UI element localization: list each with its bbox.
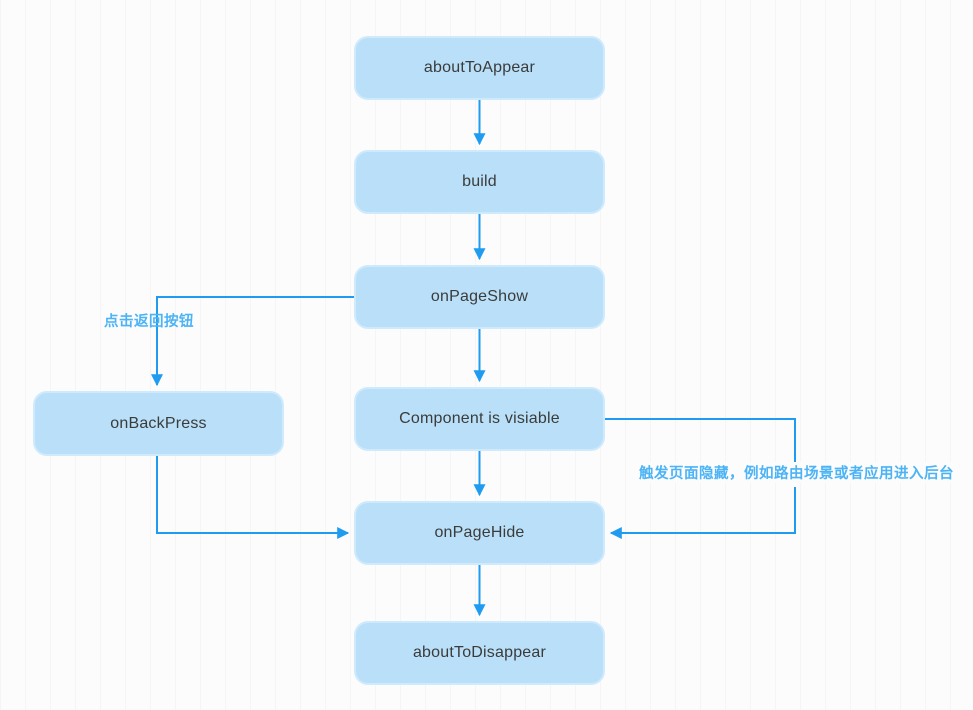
edge-label-page-hidden: 触发页面隐藏，例如路由场景或者应用进入后台: [637, 462, 956, 483]
node-on-page-hide[interactable]: onPageHide: [354, 501, 605, 565]
edge-label-back-press: 点击返回按钮: [104, 314, 194, 330]
edge-componentVisible-onPageHide-right-upper: [605, 418, 796, 462]
node-component-is-visiable[interactable]: Component is visiable: [354, 387, 605, 451]
node-about-to-appear[interactable]: aboutToAppear: [354, 36, 605, 100]
node-label: onPageHide: [434, 524, 525, 541]
node-label: onPageShow: [430, 288, 529, 305]
node-label: onBackPress: [110, 414, 207, 432]
node-build[interactable]: build: [354, 150, 605, 214]
edge-onPageShow-onBackPress: [151, 296, 354, 387]
node-on-back-press[interactable]: onBackPress: [33, 391, 284, 456]
node-on-page-show[interactable]: onPageShow: [354, 265, 605, 329]
node-label: aboutToAppear: [423, 59, 536, 76]
edge-componentVisible-onPageHide-right-lower: [609, 487, 796, 539]
node-label: Component is visiable: [399, 410, 560, 427]
node-label: build: [462, 173, 497, 190]
edge-onBackPress-onPageHide: [156, 456, 350, 539]
node-about-to-disappear[interactable]: aboutToDisappear: [354, 621, 605, 685]
node-label: aboutToDisappear: [412, 644, 547, 661]
